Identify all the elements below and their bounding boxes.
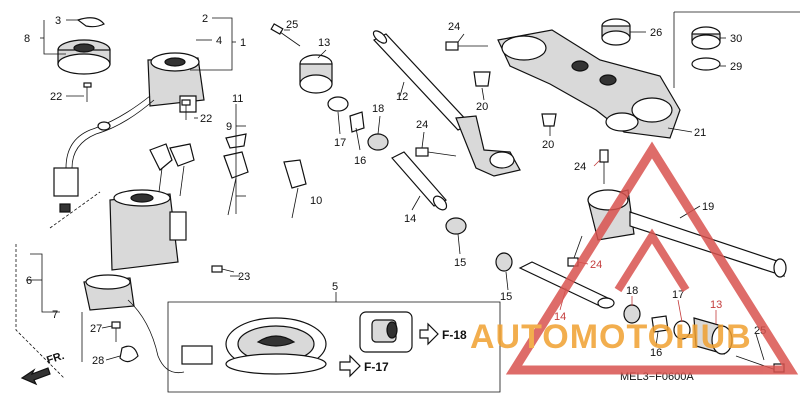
callout-24-right: 24 xyxy=(590,259,602,271)
callout-18-right: 18 xyxy=(626,285,638,297)
handlebar-left-12 xyxy=(372,30,521,177)
callout-24-right-top: 24 xyxy=(574,161,586,173)
callout-24-top: 24 xyxy=(448,21,460,33)
callout-20-top: 20 xyxy=(476,101,488,113)
cap-20-upper xyxy=(473,71,491,87)
gear-15-right xyxy=(495,252,513,272)
watermark-text: AUTOMOTOHUB xyxy=(470,318,752,356)
seal-ring-3 xyxy=(76,17,105,28)
top-bridge-21 xyxy=(497,29,681,139)
bolt-24-upper xyxy=(445,41,488,51)
bolt-24-mid xyxy=(415,147,457,157)
washer-17-left xyxy=(327,96,349,112)
gear-15-left xyxy=(445,217,467,235)
callout-15-left: 15 xyxy=(454,257,466,269)
connector-plug xyxy=(53,167,79,197)
bolt-24-lower xyxy=(599,149,609,184)
ignition-switch-assembly xyxy=(15,17,501,393)
handlebar-fastener-group-left xyxy=(270,23,389,151)
callout-17-left: 17 xyxy=(334,137,346,149)
callout-16-right: 16 xyxy=(650,347,662,359)
callout-15-right: 15 xyxy=(500,291,512,303)
callout-17-right: 17 xyxy=(672,289,684,301)
callout-14-left: 14 xyxy=(404,213,416,225)
wire-harness xyxy=(65,95,151,169)
fuel-cap xyxy=(225,317,327,375)
arrow-to-f17 xyxy=(339,354,361,378)
callout-numbers: 3 8 22 2 4 1 22 11 9 10 23 6 7 27 28 5 2… xyxy=(24,13,766,367)
callout-23: 23 xyxy=(238,271,250,283)
callout-13-top: 13 xyxy=(318,37,330,49)
bushing-16-left xyxy=(349,111,365,133)
switch-cover-8 xyxy=(57,39,111,75)
callout-22-left: 22 xyxy=(50,91,62,103)
callout-27: 27 xyxy=(90,323,102,335)
callout-5: 5 xyxy=(332,281,338,293)
screw-27 xyxy=(111,321,121,342)
screw-22-right xyxy=(181,99,191,120)
callout-9: 9 xyxy=(226,121,232,133)
callout-11: 11 xyxy=(232,93,243,105)
key-set xyxy=(149,143,195,201)
bushing-16-right xyxy=(651,315,669,333)
fr-label: FR. xyxy=(45,350,66,367)
bolt-23 xyxy=(211,265,235,273)
cap-20-lower xyxy=(541,113,557,127)
callout-14-right: 14 xyxy=(554,311,566,323)
throttle-pipe-14 xyxy=(391,151,448,211)
ignition-switch-body xyxy=(147,52,205,113)
washer-29 xyxy=(691,57,721,71)
ref-f17: F-17 xyxy=(364,360,389,374)
key-10 xyxy=(283,159,307,219)
callout-2: 2 xyxy=(202,13,208,25)
callout-3: 3 xyxy=(55,15,61,27)
callout-22-right: 22 xyxy=(200,113,212,125)
gear-18-left xyxy=(367,133,389,151)
callout-26: 26 xyxy=(650,27,662,39)
callout-13-right: 13 xyxy=(710,299,722,311)
callout-1: 1 xyxy=(240,37,246,49)
bolt-25-left xyxy=(270,23,301,47)
ref-f18: F-18 xyxy=(442,328,467,342)
weight-13-right xyxy=(693,317,733,355)
callout-12: 12 xyxy=(396,91,408,103)
callout-4: 4 xyxy=(216,35,222,47)
callout-18-left: 18 xyxy=(372,103,384,115)
screw-22-left xyxy=(83,82,92,102)
callout-24-mid: 24 xyxy=(416,119,428,131)
callout-16-left: 16 xyxy=(354,155,366,167)
callout-30: 30 xyxy=(730,33,742,45)
steering-lock-body xyxy=(109,189,187,271)
callout-21: 21 xyxy=(694,127,706,139)
callout-6: 6 xyxy=(26,275,32,287)
front-direction-arrow: FR. xyxy=(20,350,66,386)
callout-29: 29 xyxy=(730,61,742,73)
weight-13-left xyxy=(299,54,333,94)
clamp-28 xyxy=(119,345,139,363)
leader-lines xyxy=(26,17,765,362)
watermark: AUTOMOTOHUB xyxy=(470,141,799,375)
callout-20-mid: 20 xyxy=(542,139,554,151)
fuel-cap-lock xyxy=(359,311,413,353)
callout-8: 8 xyxy=(24,33,30,45)
nut-30 xyxy=(691,26,721,50)
callout-7: 7 xyxy=(52,309,58,321)
callout-19: 19 xyxy=(702,201,714,213)
watermark-triangle xyxy=(505,141,799,375)
wire-clip xyxy=(97,121,111,131)
switch-7 xyxy=(83,274,213,374)
callout-25-top: 25 xyxy=(286,19,298,31)
nut-26 xyxy=(601,18,631,46)
arrow-to-f18 xyxy=(419,322,439,346)
callout-28: 28 xyxy=(92,355,104,367)
callout-10: 10 xyxy=(310,195,322,207)
